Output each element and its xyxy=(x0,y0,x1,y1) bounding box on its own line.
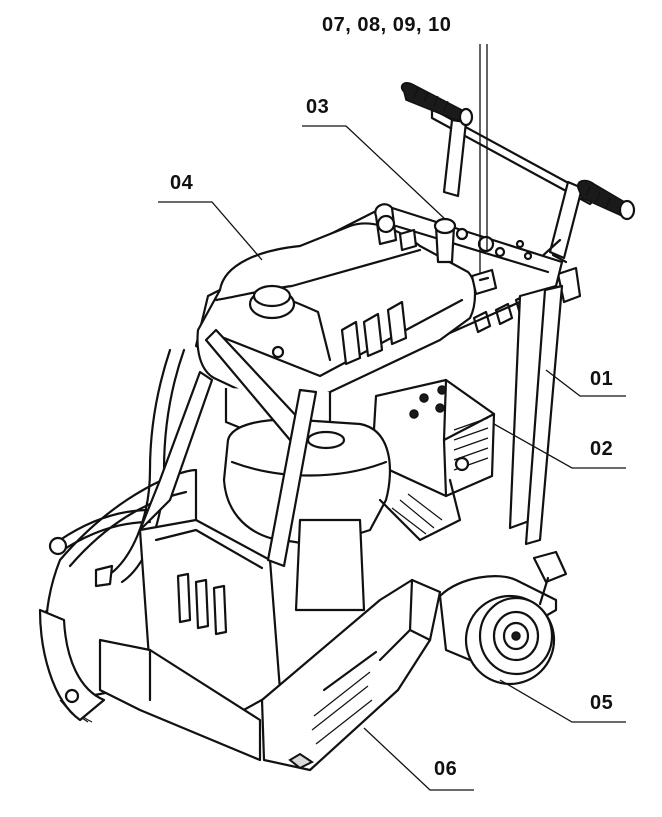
leader-02 xyxy=(493,423,626,469)
left-grip xyxy=(400,81,474,127)
control-panel xyxy=(433,217,533,296)
rear-wheel xyxy=(438,550,568,686)
callout-label-03: 03 xyxy=(306,96,330,118)
leader-01 xyxy=(545,369,626,397)
right-grip xyxy=(577,179,636,221)
callout-label-07-10: 07, 08, 09, 10 xyxy=(322,14,452,36)
leader-07-10 xyxy=(479,44,488,274)
depth-knob xyxy=(532,550,568,584)
leader-lines xyxy=(158,44,626,791)
engine xyxy=(222,378,496,612)
leader-04 xyxy=(158,201,263,261)
belt-cover xyxy=(260,578,442,772)
leader-03 xyxy=(302,125,447,221)
leader-05 xyxy=(499,679,626,723)
leader-06 xyxy=(363,727,474,791)
callout-label-01: 01 xyxy=(590,368,614,390)
handle-assembly xyxy=(400,81,636,304)
callout-label-02: 02 xyxy=(590,438,614,460)
callout-label-06: 06 xyxy=(434,758,458,780)
water-hose xyxy=(48,348,186,588)
front-panel xyxy=(98,328,318,762)
handle-left-post xyxy=(442,118,468,198)
callout-label-04: 04 xyxy=(170,172,194,194)
handle-right-post xyxy=(548,180,584,260)
engine-fuel-tank xyxy=(222,418,392,548)
callout-label-05: 05 xyxy=(590,692,614,714)
